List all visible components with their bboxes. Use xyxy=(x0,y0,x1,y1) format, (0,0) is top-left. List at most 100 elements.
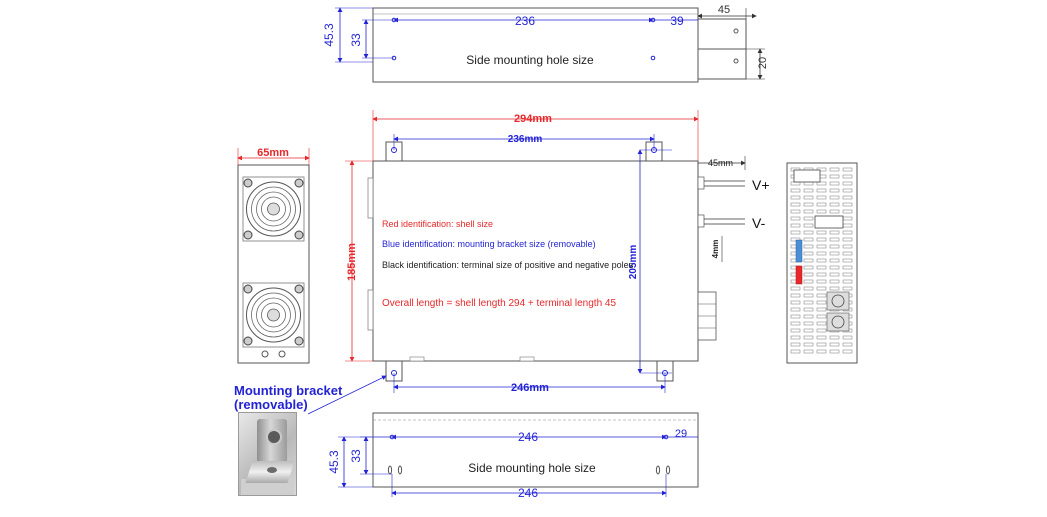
legend-blue: Blue identification: mounting bracket si… xyxy=(382,239,596,249)
vent-slot xyxy=(829,167,840,172)
bracket-callout-line1: Mounting bracket xyxy=(234,383,343,398)
vent-slot xyxy=(816,195,827,200)
vent-slot xyxy=(816,293,827,298)
vent-slot xyxy=(803,265,814,270)
main-dim-bracket-height: 205mm xyxy=(628,245,639,280)
bracket-photo-hole xyxy=(266,429,282,445)
fan-top xyxy=(242,176,305,242)
vent-slot xyxy=(842,237,853,242)
vent-slot xyxy=(842,286,853,291)
vent-slot xyxy=(816,314,827,319)
vent-slot xyxy=(842,251,853,256)
bottom-side-shell xyxy=(372,412,699,488)
vent-slot xyxy=(790,293,801,298)
vent-slot xyxy=(816,335,827,340)
legend-black: Black identification: terminal size of p… xyxy=(382,260,634,270)
bottom-dim-holes-span-top: 246 xyxy=(518,430,538,444)
vent-slot xyxy=(816,202,827,207)
vent-slot xyxy=(816,328,827,333)
bottom-side-view: 246 29 246 45.3 33 Side mounting hole si… xyxy=(327,412,699,500)
legend-red: Red identification: shell size xyxy=(382,219,493,229)
vent-slot xyxy=(790,188,801,193)
vent-slot xyxy=(790,237,801,242)
vent-slot xyxy=(842,258,853,263)
vent-slot xyxy=(803,202,814,207)
vent-slot xyxy=(803,272,814,277)
vent-slot xyxy=(790,321,801,326)
top-dim-holes-span: 236 xyxy=(515,14,535,28)
vent-slot xyxy=(816,188,827,193)
fan-bottom xyxy=(242,282,305,348)
vent-slot xyxy=(790,314,801,319)
vent-slot xyxy=(829,230,840,235)
vent-slot xyxy=(803,314,814,319)
vent-slot xyxy=(790,223,801,228)
vent-slot xyxy=(803,223,814,228)
top-dim-terminal-h: 20 xyxy=(757,57,769,69)
vent-slot xyxy=(816,286,827,291)
bracket-callout: Mounting bracket (removable) xyxy=(234,375,387,415)
vent-slot xyxy=(816,321,827,326)
top-terminal-lower xyxy=(697,48,747,80)
vent-slot xyxy=(803,216,814,221)
main-dim-bracket-span-top: 236mm xyxy=(508,134,543,145)
vent-slot xyxy=(790,195,801,200)
bracket-photo-shadow xyxy=(241,479,294,495)
vent-slot xyxy=(803,328,814,333)
vent-slot xyxy=(790,216,801,221)
vent-slot xyxy=(842,195,853,200)
end-view: 65mm xyxy=(237,147,310,364)
main-dim-shell-height: 185mm xyxy=(346,243,358,281)
vent-slot xyxy=(803,335,814,340)
vent-slot xyxy=(829,286,840,291)
bottom-dim-hole-offset: 29 xyxy=(675,428,687,440)
vent-slot xyxy=(816,265,827,270)
vent-slot xyxy=(790,300,801,305)
vent-slot xyxy=(790,335,801,340)
vent-slot xyxy=(790,328,801,333)
top-side-view: 236 39 45 20 45.3 33 Side mounting hole … xyxy=(322,4,769,83)
front-panel-shell xyxy=(786,162,858,364)
top-side-shell xyxy=(372,7,699,83)
main-dim-bracket-span-bottom: 246mm xyxy=(511,382,549,394)
vent-slot xyxy=(842,167,853,172)
vent-slot xyxy=(842,174,853,179)
vent-slot xyxy=(842,244,853,249)
vent-slot xyxy=(842,181,853,186)
vent-slot xyxy=(842,202,853,207)
top-dim-hole-offset: 39 xyxy=(670,14,684,28)
main-shell xyxy=(372,160,699,362)
vent-slot xyxy=(829,181,840,186)
vent-slot xyxy=(842,230,853,235)
bottom-side-title: Side mounting hole size xyxy=(468,461,596,475)
vent-slot xyxy=(842,272,853,277)
front-panel-view xyxy=(786,162,858,364)
vent-slot xyxy=(816,349,827,354)
vent-slot xyxy=(829,349,840,354)
vent-slot xyxy=(803,307,814,312)
vent-slot xyxy=(816,279,827,284)
vent-slot xyxy=(842,349,853,354)
vent-slot xyxy=(829,174,840,179)
bottom-dim-holes-span-bottom: 246 xyxy=(518,486,538,500)
vent-slot xyxy=(816,258,827,263)
end-dim-width: 65mm xyxy=(257,147,289,159)
vent-slot xyxy=(829,195,840,200)
vent-slot xyxy=(803,279,814,284)
vent-slot xyxy=(829,272,840,277)
vent-slot xyxy=(790,349,801,354)
vent-slot xyxy=(803,321,814,326)
vent-slot xyxy=(803,230,814,235)
panel-display-blue xyxy=(795,239,803,263)
vent-slot xyxy=(816,244,827,249)
vent-slot xyxy=(803,258,814,263)
pole-negative-label: V- xyxy=(752,215,766,231)
vent-slot xyxy=(829,342,840,347)
top-dim-terminal-len: 45 xyxy=(718,4,730,16)
main-dim-shell-length: 294mm xyxy=(514,113,552,125)
bottom-dim-h-total: 45.3 xyxy=(327,450,341,474)
vent-slot xyxy=(803,237,814,242)
vent-slot xyxy=(803,188,814,193)
vent-slot xyxy=(790,342,801,347)
vent-slot xyxy=(816,272,827,277)
